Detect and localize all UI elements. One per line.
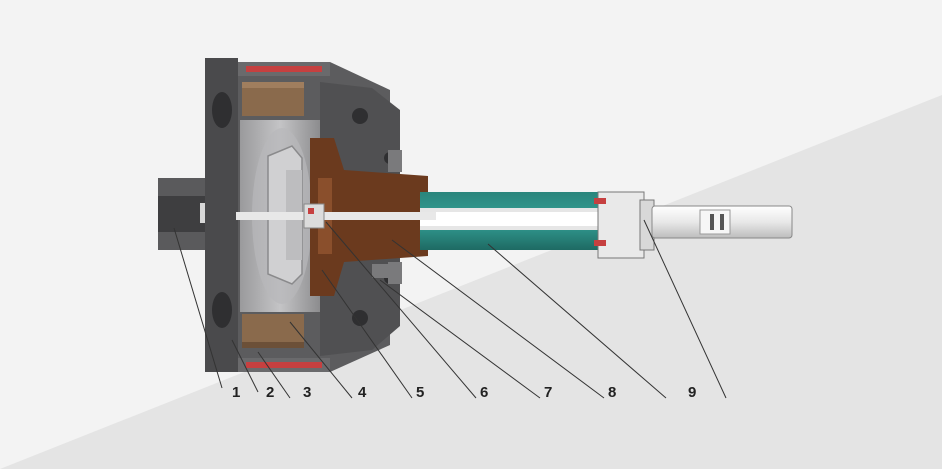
part-label-5: 5 (416, 384, 424, 401)
part-labels: 1 2 3 4 5 6 7 8 9 (232, 384, 696, 401)
coil-top (242, 82, 304, 116)
center-shaft (236, 203, 436, 229)
coil-bottom (242, 314, 304, 348)
part-label-9: 9 (688, 384, 696, 401)
leader-line-8 (391, 239, 605, 399)
part-label-2: 2 (266, 384, 274, 401)
part-label-8: 8 (608, 384, 616, 401)
part-label-7: 7 (544, 384, 552, 401)
leader-line-3 (257, 351, 291, 399)
part-label-1: 1 (232, 384, 240, 401)
leader-line-7 (379, 279, 541, 399)
teal-tube (420, 192, 610, 250)
leader-line-6 (325, 221, 477, 399)
end-fitting (594, 191, 655, 259)
part-label-3: 3 (303, 384, 311, 401)
leader-line-10 (643, 219, 727, 399)
bolts (372, 150, 402, 284)
part-label-6: 6 (480, 384, 488, 401)
leader-line-4 (289, 321, 353, 399)
leader-line-2 (231, 339, 259, 393)
leader-line-5 (321, 269, 413, 399)
leader-lines (173, 219, 727, 399)
part-label-4: 4 (358, 384, 367, 401)
leader-line-1 (173, 227, 223, 389)
leader-line-9 (487, 243, 667, 399)
probe (651, 205, 793, 239)
background-shadow (0, 95, 942, 469)
